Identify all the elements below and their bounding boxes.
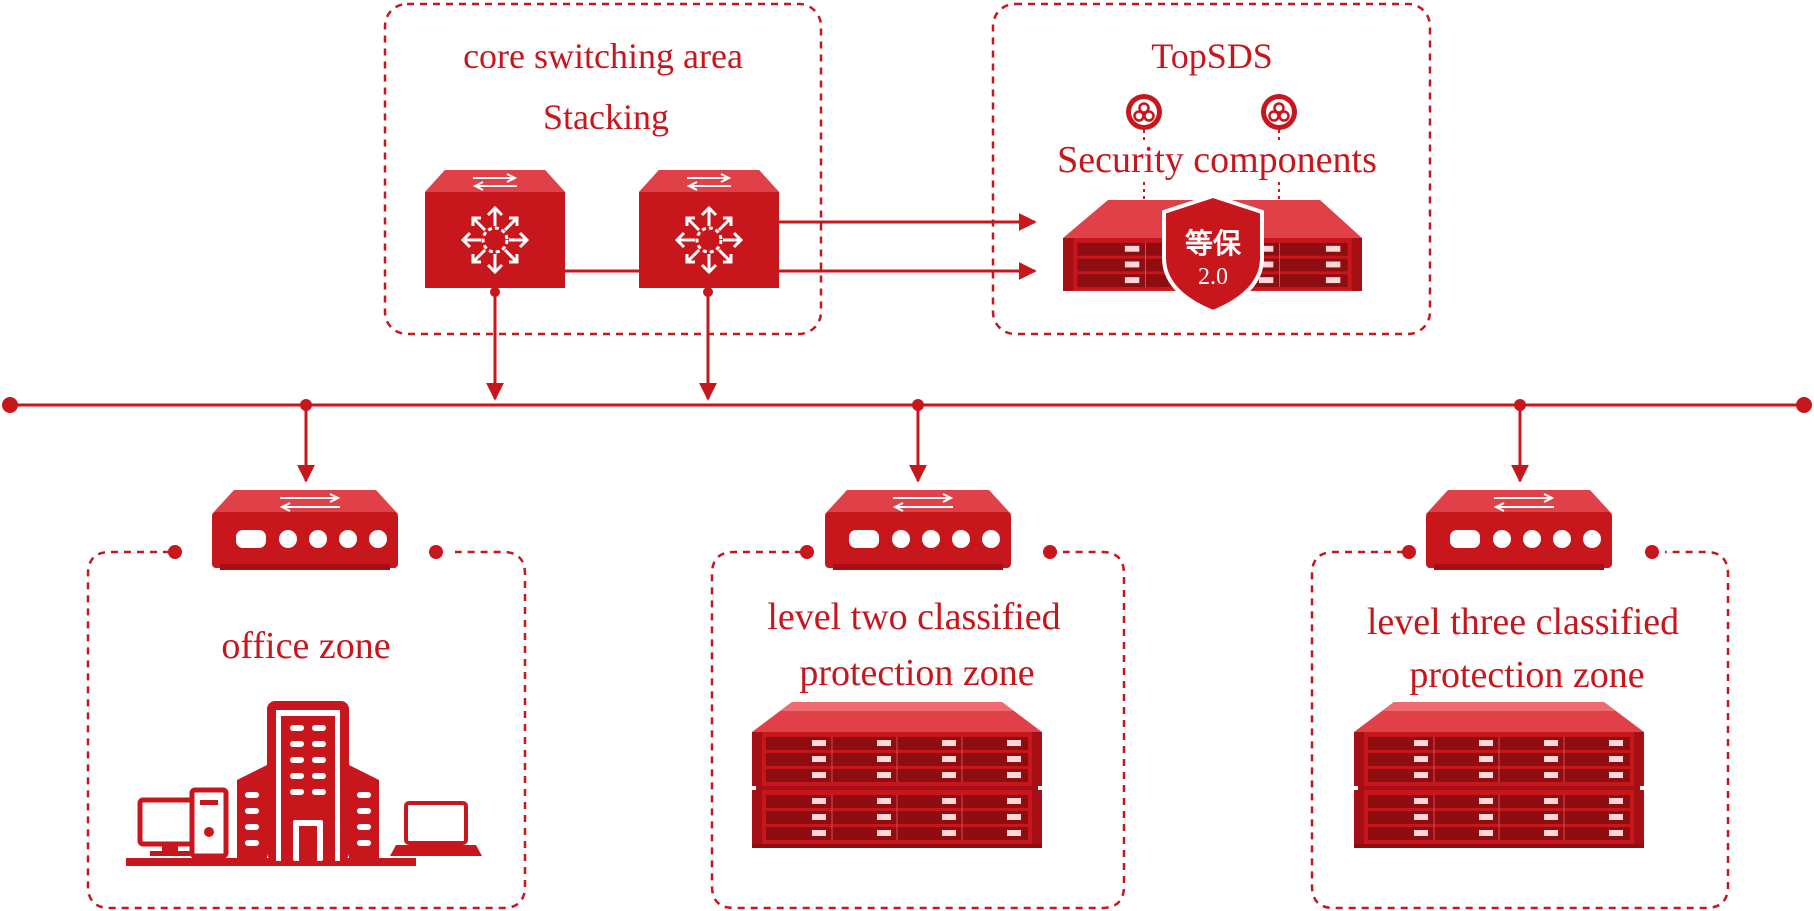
bus-endpoint-right [1796,397,1812,413]
topsds-title: TopSDS [1151,36,1273,76]
office-zone-box [86,550,527,910]
access-switch-icon [1425,489,1613,571]
svg-text:等保: 等保 [1185,227,1242,260]
level-three-zone-box [1310,550,1730,910]
svg-text:2.0: 2.0 [1198,264,1228,290]
bus-endpoint-left [2,397,18,413]
security-component-icon [1259,92,1299,132]
level-three-zone-label-line2: protection zone [1409,654,1644,696]
core-area-title: core switching area [463,36,743,76]
shield-icon: 等保 2.0 [1162,193,1264,315]
topsds-subtitle: Security components [1057,139,1377,181]
core-switch-icon [423,168,567,290]
server-rack-icon [752,702,1042,848]
topsds-box [991,2,1432,336]
access-switch-icon [211,489,399,571]
office-building-icon [126,701,416,866]
office-zone-label: office zone [221,625,390,667]
access-switch-icon [824,489,1012,571]
level-two-zone-label-line2: protection zone [799,652,1034,694]
level-three-zone-label-line1: level three classified [1367,601,1679,643]
security-component-icon [1124,92,1164,132]
core-area-subtitle: Stacking [543,97,669,137]
server-rack-icon [1354,702,1644,848]
level-two-zone-label-line1: level two classified [767,596,1060,638]
core-switch-icon [637,168,781,290]
level-two-zone-box [710,550,1126,910]
core-area-box [383,2,823,336]
laptop-icon [390,801,482,856]
desktop-computer-icon [137,787,229,859]
